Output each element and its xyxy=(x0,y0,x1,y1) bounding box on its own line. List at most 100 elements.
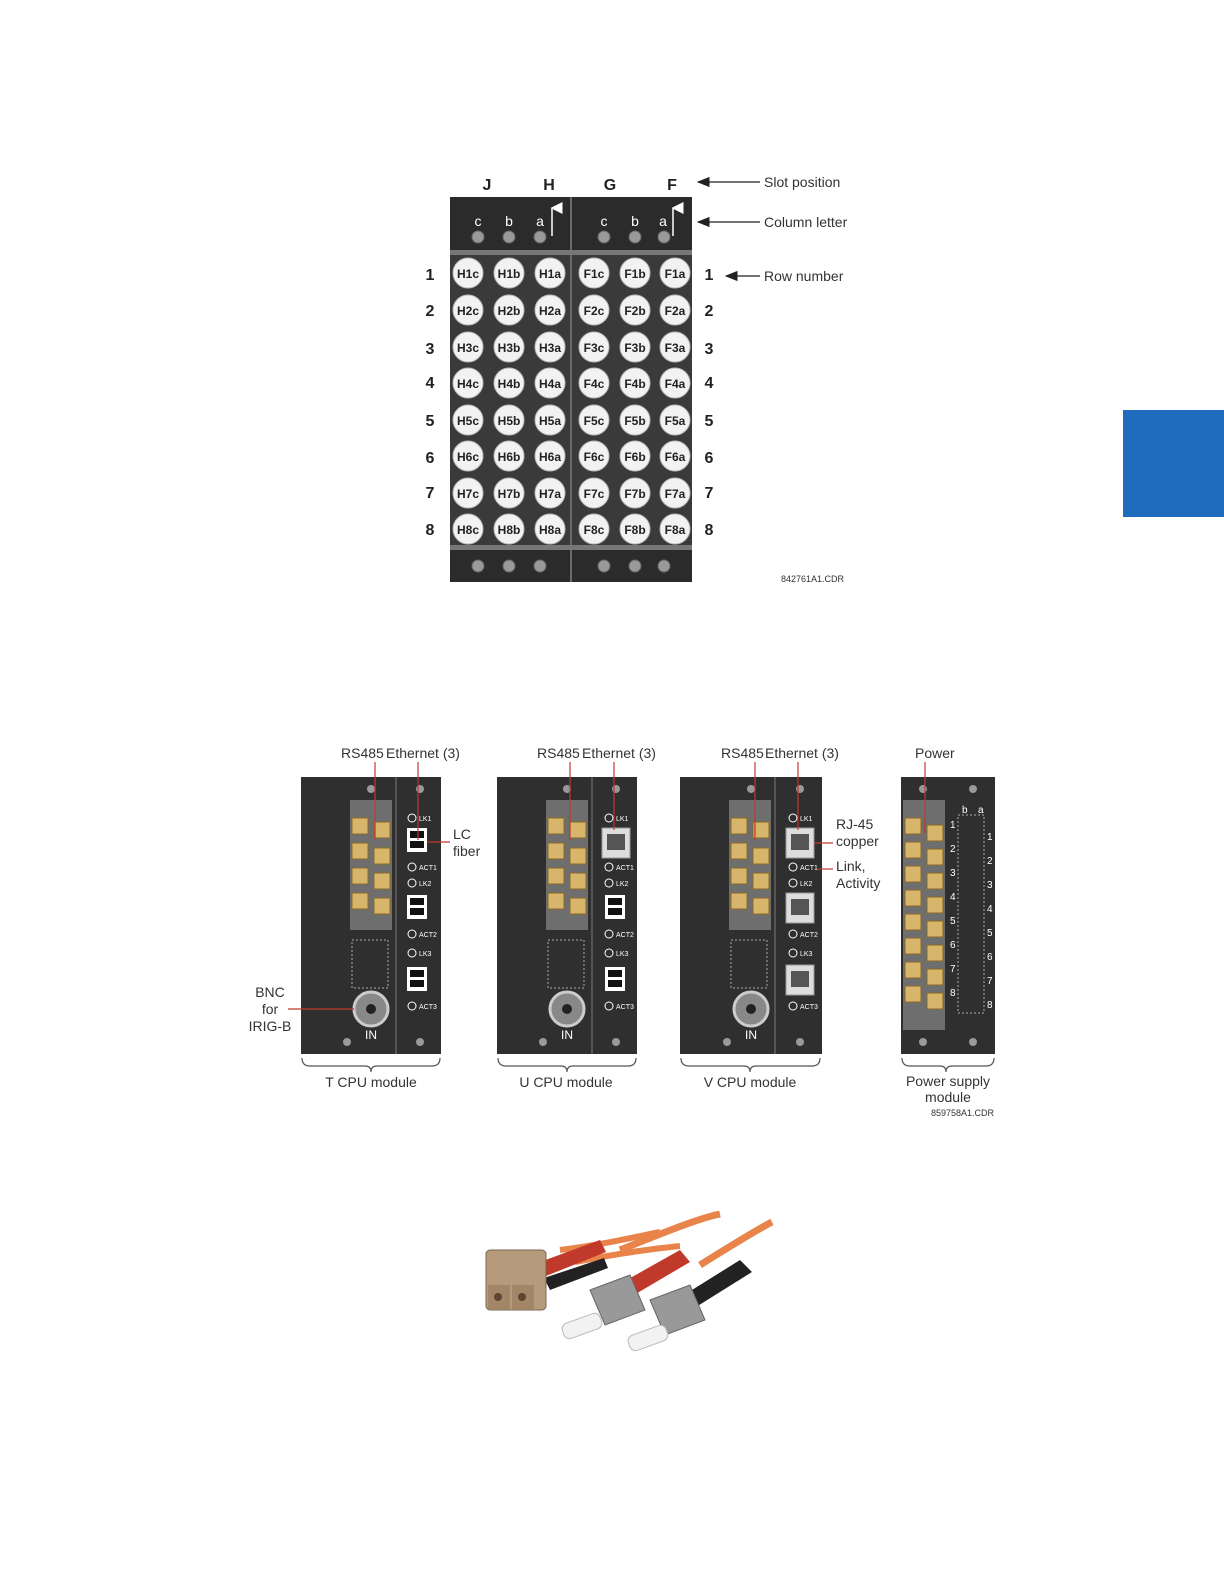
terminal-label-h8c: H8c xyxy=(457,523,479,537)
terminal-f2b xyxy=(619,294,651,326)
svg-text:1: 1 xyxy=(705,267,714,284)
svg-text:ACT1: ACT1 xyxy=(616,865,634,872)
v-in-label: IN xyxy=(745,1028,757,1042)
power-row-a-3: 3 xyxy=(987,880,993,891)
terminal-f7a xyxy=(659,477,691,509)
col-letter-left-b: b xyxy=(505,213,513,229)
terminal-f8c xyxy=(578,513,610,545)
u-ethernet-label: Ethernet (3) xyxy=(582,745,656,761)
terminal-f8b xyxy=(619,513,651,545)
terminal-h3c xyxy=(452,331,484,363)
power-row-a-8: 8 xyxy=(987,1000,993,1011)
v-rs485-label: RS485 xyxy=(721,745,764,761)
svg-text:7: 7 xyxy=(426,485,435,502)
svg-text:LK2: LK2 xyxy=(800,881,813,888)
bnc-label-3: IRIG-B xyxy=(249,1018,292,1034)
terminal-label-f3c: F3c xyxy=(584,341,605,355)
slot-position-label: Slot position xyxy=(764,174,840,190)
t-in-label: IN xyxy=(365,1028,377,1042)
terminal-label-f1c: F1c xyxy=(584,267,605,281)
terminal-f5b xyxy=(619,404,651,436)
terminal-f3b xyxy=(619,331,651,363)
terminal-label-h5a: H5a xyxy=(539,414,561,428)
slot-letter-j: J xyxy=(483,177,492,194)
terminal-label-f1b: F1b xyxy=(624,267,645,281)
column-letter-label: Column letter xyxy=(764,214,848,230)
terminal-layout-diagram: J H G F Slot position Column letter Row … xyxy=(426,174,848,584)
power-module-label-1: Power supply xyxy=(906,1073,990,1089)
terminal-f1a xyxy=(659,257,691,289)
terminal-label-h2c: H2c xyxy=(457,304,479,318)
power-row-a-4: 4 xyxy=(987,904,993,915)
terminal-f3c xyxy=(578,331,610,363)
power-row-a-1: 1 xyxy=(987,832,993,843)
row-numbers-right: 1 2 3 4 5 6 7 8 xyxy=(705,267,714,539)
terminal-h7b xyxy=(493,477,525,509)
svg-text:LK3: LK3 xyxy=(616,951,629,958)
col-letter-right-a: a xyxy=(659,213,667,229)
power-row-b-3: 3 xyxy=(950,868,956,879)
terminal-label-f4a: F4a xyxy=(665,377,686,391)
svg-text:2: 2 xyxy=(426,303,435,320)
terminal-label-h5c: H5c xyxy=(457,414,479,428)
rj45-label-2: copper xyxy=(836,833,879,849)
terminal-h2b xyxy=(493,294,525,326)
terminal-label-h4c: H4c xyxy=(457,377,479,391)
row-numbers-left: 1 2 3 4 5 6 7 8 xyxy=(426,267,435,539)
svg-text:4: 4 xyxy=(705,375,714,392)
power-row-a-5: 5 xyxy=(987,928,993,939)
bnc-label-2: for xyxy=(262,1001,279,1017)
terminal-h2a xyxy=(534,294,566,326)
svg-text:ACT3: ACT3 xyxy=(800,1004,818,1011)
power-row-b-1: 1 xyxy=(950,820,956,831)
terminal-label-f5c: F5c xyxy=(584,414,605,428)
terminal-label-h7b: H7b xyxy=(498,487,521,501)
svg-text:8: 8 xyxy=(705,522,714,539)
terminal-f6a xyxy=(659,440,691,472)
terminal-label-f6c: F6c xyxy=(584,450,605,464)
col-letter-left-c: c xyxy=(475,213,482,229)
terminal-h6c xyxy=(452,440,484,472)
terminal-label-h7c: H7c xyxy=(457,487,479,501)
terminal-f5a xyxy=(659,404,691,436)
slot-letter-h: H xyxy=(543,177,555,194)
cpu-modules-diagram: RS485 Ethernet (3) RS485 Ethernet (3) RS… xyxy=(249,745,995,1118)
slot-letter-f: F xyxy=(667,177,677,194)
terminal-label-f7c: F7c xyxy=(584,487,605,501)
svg-text:5: 5 xyxy=(426,413,435,430)
terminal-label-h6b: H6b xyxy=(498,450,521,464)
terminal-label-f8b: F8b xyxy=(624,523,645,537)
terminal-f5c xyxy=(578,404,610,436)
chapter-tab xyxy=(1123,410,1224,517)
rj45-label-1: RJ-45 xyxy=(836,816,874,832)
terminal-h5b xyxy=(493,404,525,436)
terminal-label-f8a: F8a xyxy=(665,523,686,537)
svg-text:a: a xyxy=(978,805,984,816)
t-cpu-module: IN LK1 ACT1 LK2 ACT2 LK3 ACT3 xyxy=(301,777,441,1054)
terminal-label-h6c: H6c xyxy=(457,450,479,464)
power-row-b-8: 8 xyxy=(950,988,956,999)
terminal-h1a xyxy=(534,257,566,289)
terminal-label-f6a: F6a xyxy=(665,450,686,464)
svg-text:ACT1: ACT1 xyxy=(800,865,818,872)
svg-text:5: 5 xyxy=(705,413,714,430)
terminal-label-h4a: H4a xyxy=(539,377,561,391)
svg-text:LK2: LK2 xyxy=(616,881,629,888)
terminal-f1c xyxy=(578,257,610,289)
terminal-h6a xyxy=(534,440,566,472)
svg-text:4: 4 xyxy=(426,375,435,392)
col-letter-right-c: c xyxy=(601,213,608,229)
u-in-label: IN xyxy=(561,1028,573,1042)
terminal-f4b xyxy=(619,367,651,399)
terminal-label-f6b: F6b xyxy=(624,450,645,464)
col-letter-right-b: b xyxy=(631,213,639,229)
terminal-label-h8b: H8b xyxy=(498,523,521,537)
svg-text:ACT1: ACT1 xyxy=(419,865,437,872)
terminal-label-f2c: F2c xyxy=(584,304,605,318)
lc-fiber-label-1: LC xyxy=(453,826,471,842)
terminal-label-h3a: H3a xyxy=(539,341,561,355)
terminal-h3a xyxy=(534,331,566,363)
svg-text:LK1: LK1 xyxy=(800,816,813,823)
terminal-h8a xyxy=(534,513,566,545)
terminal-h1b xyxy=(493,257,525,289)
